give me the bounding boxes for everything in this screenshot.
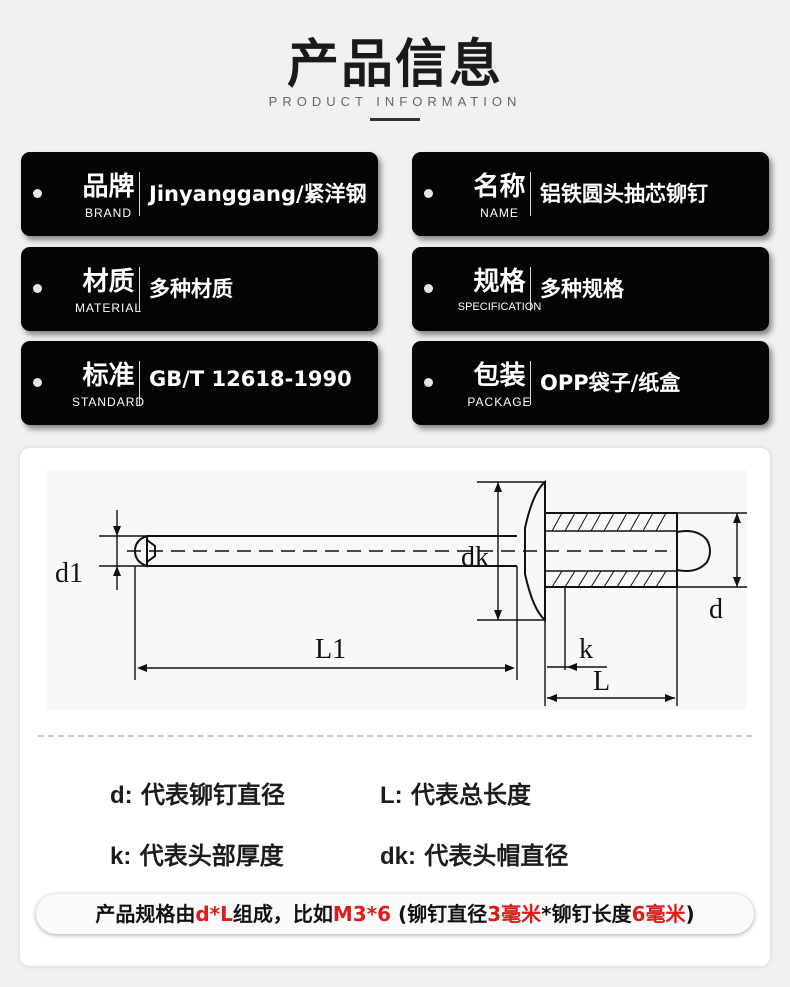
card-label-en: NAME — [480, 206, 519, 220]
card-label-cn: 名称 — [473, 172, 526, 202]
legend-dk: dk: 代表头帽直径 — [380, 836, 568, 871]
l1-dimension — [134, 566, 518, 680]
legend-text: 代表铆钉直径 — [141, 781, 286, 809]
mandrel-bulb — [676, 530, 711, 572]
legend-text: 代表总长度 — [411, 781, 532, 809]
card-value: Jinyanggang/紧洋钢 — [149, 182, 367, 206]
note-highlight: d*L — [195, 902, 233, 926]
note-text: ) — [685, 902, 695, 926]
dk-dimension — [477, 481, 545, 621]
d1-dimension — [99, 510, 147, 590]
rivet-diagram: d1 dk d L1 k L — [47, 470, 747, 710]
card-brand: 品牌 BRAND Jinyanggang/紧洋钢 — [21, 152, 378, 236]
card-standard: 标准 STANDARD GB/T 12618-1990 — [21, 341, 378, 425]
card-divider — [139, 361, 140, 405]
card-label-en: BRAND — [84, 206, 132, 220]
legend-l: L: 代表总长度 — [380, 775, 531, 810]
card-name: 名称 NAME 铝铁圆头抽芯铆钉 — [412, 152, 769, 236]
card-label-en: MATERIAL — [74, 301, 143, 315]
note-highlight: M3*6 — [332, 902, 392, 926]
card-value: GB/T 12618-1990 — [149, 367, 352, 391]
bullet-dot — [33, 189, 42, 198]
legend-key: d: — [110, 782, 133, 809]
card-material: 材质 MATERIAL 多种材质 — [21, 247, 378, 331]
page-title: 产品信息 — [286, 35, 503, 95]
card-label-cn: 规格 — [473, 267, 526, 297]
label-l1: L1 — [315, 634, 346, 665]
page-subtitle: PRODUCT INFORMATION — [268, 94, 522, 109]
card-label-cn: 标准 — [82, 361, 135, 391]
card-label-cn: 品牌 — [82, 172, 135, 202]
dashed-divider — [38, 735, 752, 737]
card-label-en: PACKAGE — [467, 395, 532, 409]
arrowheads — [113, 482, 741, 702]
legend-text: 代表头帽直径 — [424, 842, 569, 870]
title-underline — [370, 118, 420, 121]
note-text: 组成，比如 — [232, 902, 333, 926]
d-dimension — [677, 512, 747, 588]
label-l: L — [593, 666, 610, 697]
card-divider — [139, 267, 140, 311]
rivet-body — [545, 512, 678, 588]
card-label-en: STANDARD — [71, 395, 146, 409]
card-value: OPP袋子/纸盒 — [540, 371, 681, 395]
card-divider — [139, 172, 140, 216]
note-text: *铆钉长度 — [541, 902, 632, 926]
legend-key: L: — [380, 782, 403, 809]
card-label-cn: 材质 — [82, 267, 135, 297]
note-highlight: 3毫米 — [487, 902, 542, 926]
note-highlight: 6毫米 — [631, 902, 686, 926]
bullet-dot — [424, 189, 433, 198]
spec-panel: d1 dk d L1 k L d: 代表铆钉直径 L: 代表总长度 k: 代表头… — [20, 448, 770, 966]
card-divider — [530, 361, 531, 405]
label-k: k — [579, 634, 593, 665]
note-text: (铆钉直径 — [391, 902, 488, 926]
bullet-dot — [33, 284, 42, 293]
card-label-cn: 包装 — [473, 361, 526, 391]
bullet-dot — [424, 378, 433, 387]
card-package: 包装 PACKAGE OPP袋子/纸盒 — [412, 341, 769, 425]
card-label-en: SPECIFICATION — [457, 301, 542, 313]
bullet-dot — [33, 378, 42, 387]
spec-note: 产品规格由d*L组成，比如M3*6 (铆钉直径3毫米*铆钉长度6毫米) — [36, 894, 754, 934]
card-value: 多种材质 — [149, 277, 233, 301]
legend-key: dk: — [380, 843, 416, 870]
l-dimension — [547, 587, 678, 706]
legend-d: d: 代表铆钉直径 — [110, 775, 285, 810]
legend-key: k: — [110, 843, 132, 870]
label-d: d — [709, 594, 723, 625]
bullet-dot — [424, 284, 433, 293]
hatching — [551, 512, 667, 588]
note-text: 产品规格由 — [95, 902, 196, 926]
legend-text: 代表头部厚度 — [139, 842, 284, 870]
label-d1: d1 — [55, 558, 83, 589]
card-specification: 规格 SPECIFICATION 多种规格 — [412, 247, 769, 331]
label-dk: dk — [461, 542, 489, 573]
card-divider — [530, 172, 531, 216]
card-value: 铝铁圆头抽芯铆钉 — [540, 182, 708, 206]
card-divider — [530, 267, 531, 311]
legend-k: k: 代表头部厚度 — [110, 836, 284, 871]
rivet-drawing: d1 dk d L1 k L — [55, 479, 747, 706]
card-value: 多种规格 — [540, 277, 624, 301]
